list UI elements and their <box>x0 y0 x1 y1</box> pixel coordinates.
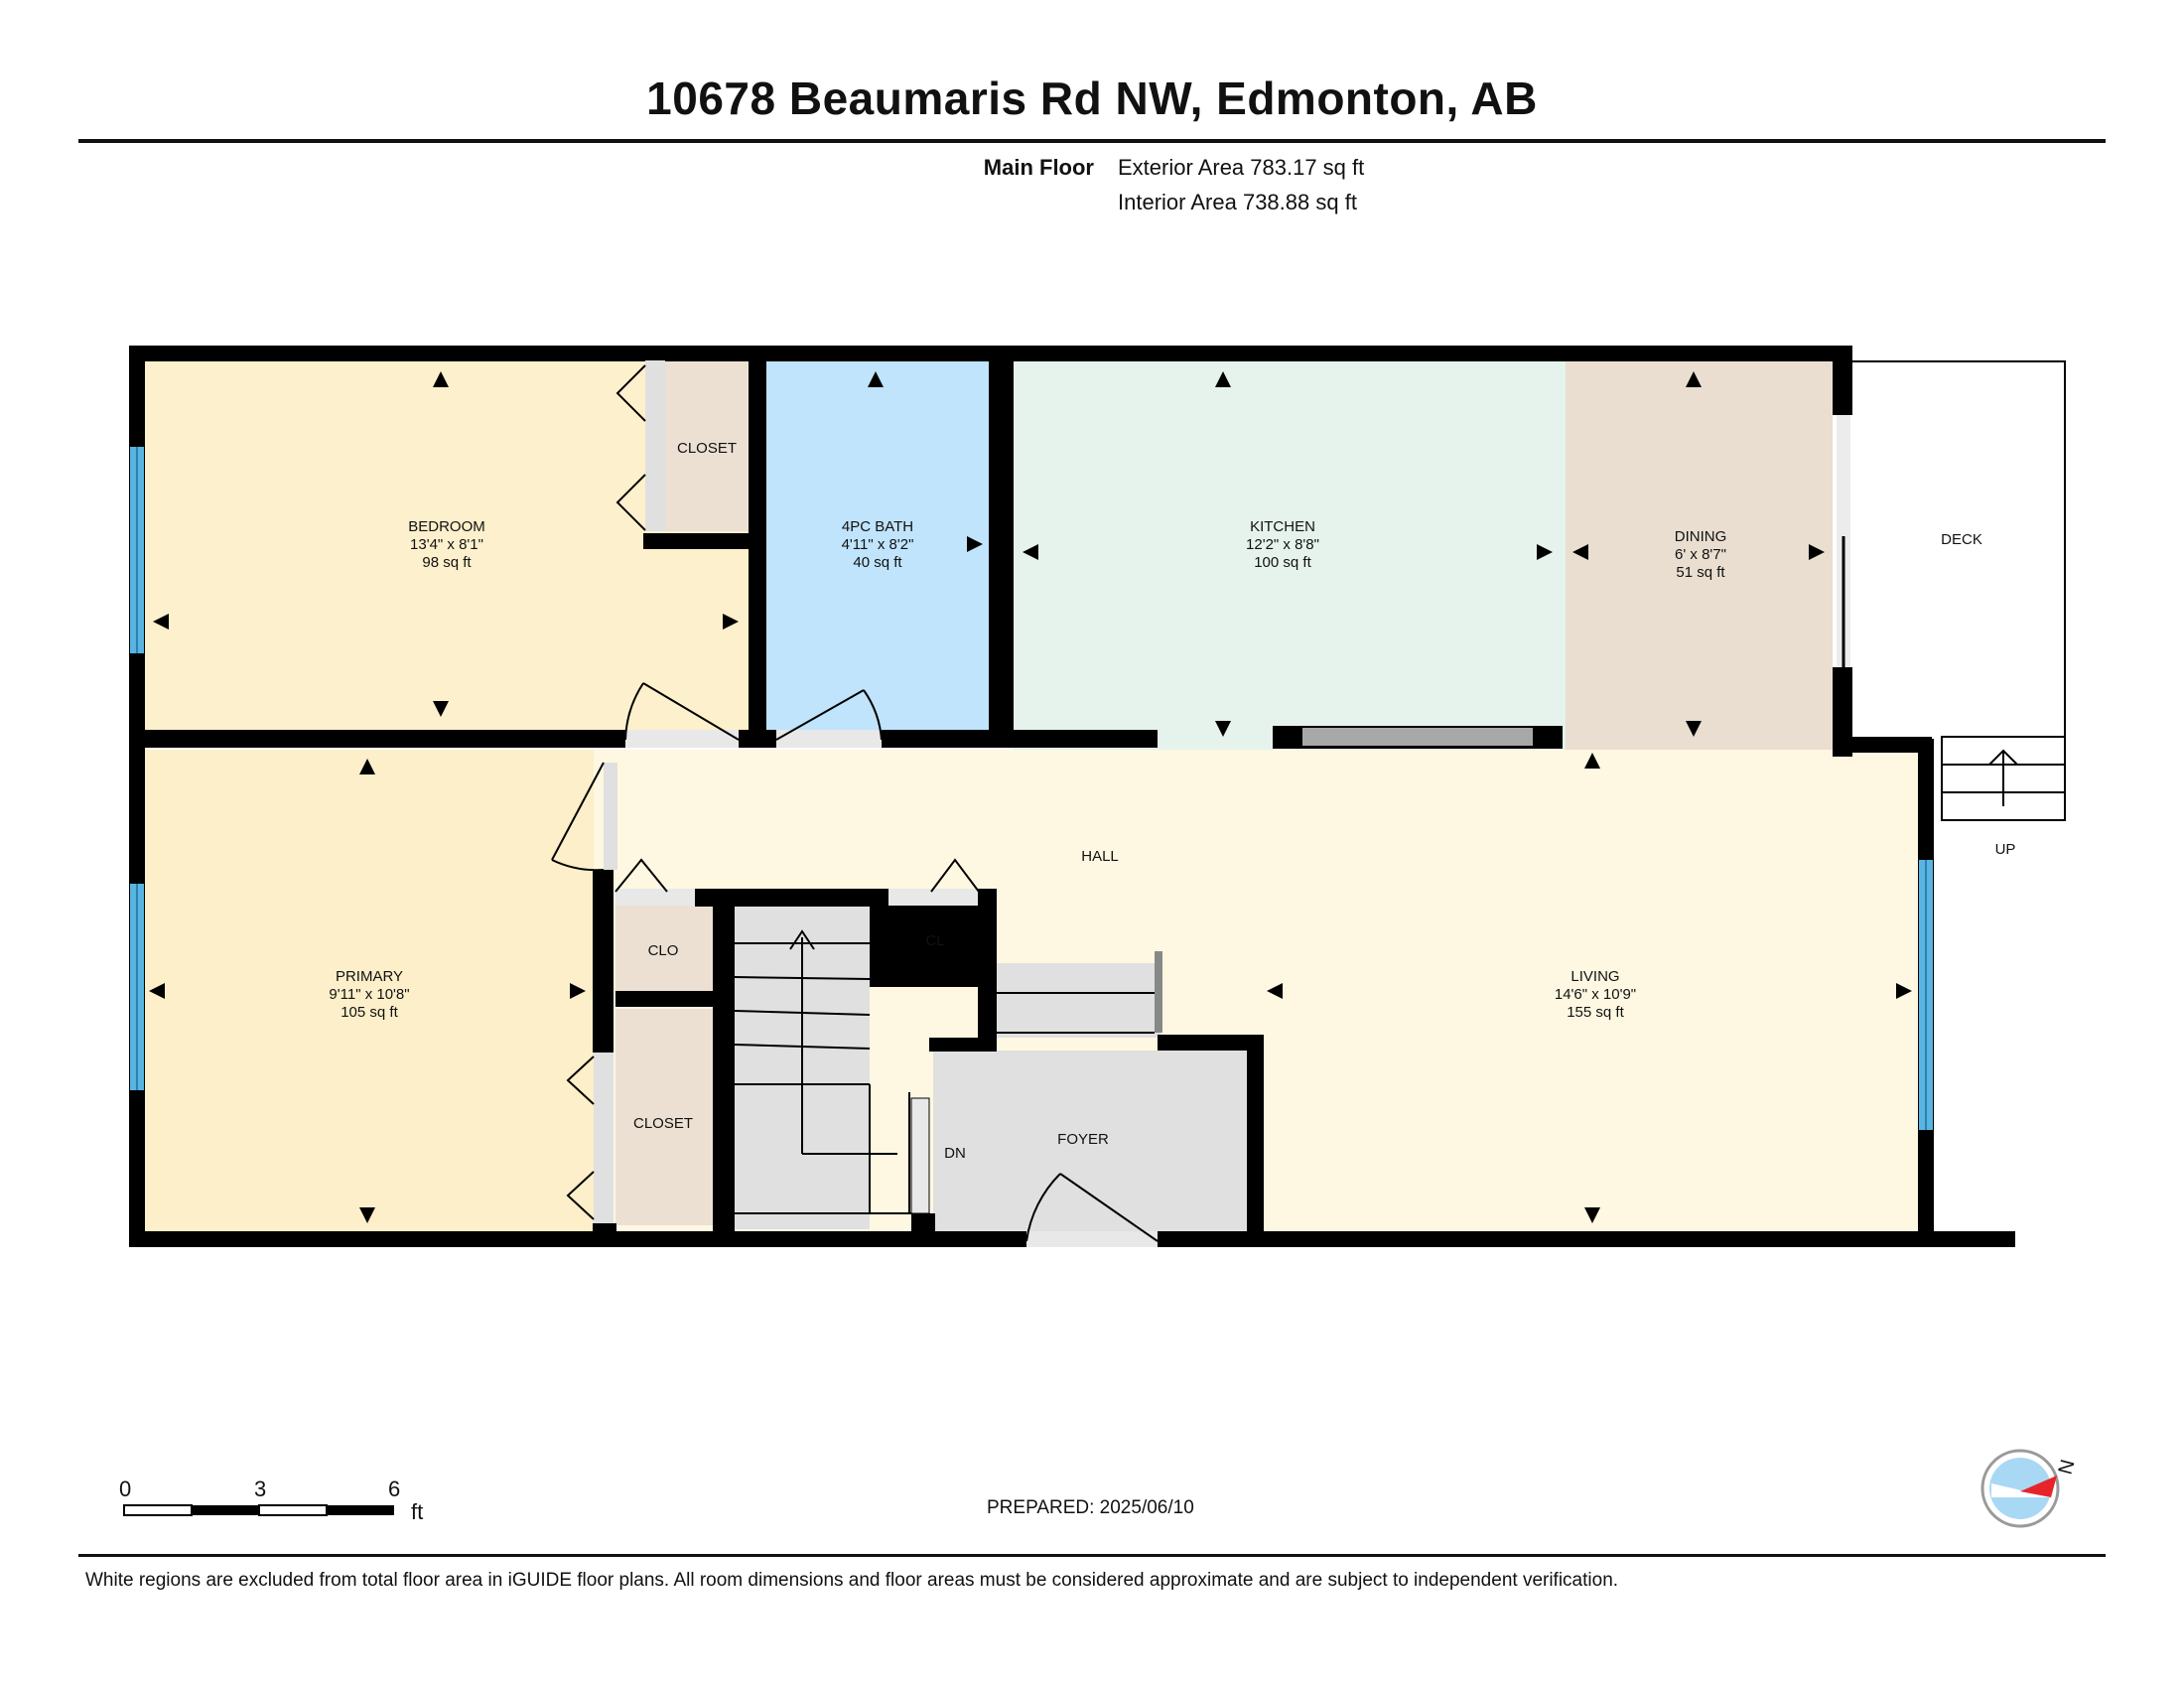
wall-landing-south <box>929 1038 997 1052</box>
header-rule <box>78 139 2106 143</box>
bath-name: 4PC BATH <box>842 518 913 535</box>
wall-deck-step <box>1833 737 1932 753</box>
scale-tick-6: 6 <box>388 1477 401 1501</box>
wall-clo-closet <box>615 991 715 1007</box>
kitchen-dims: 12'2" x 8'8" <box>1246 536 1319 553</box>
bedroom-closet-fill <box>665 360 749 531</box>
primary-area: 105 sq ft <box>341 1004 398 1021</box>
scale-bar <box>123 1504 394 1516</box>
deck-label: DECK <box>1941 531 1982 548</box>
hall-label: HALL <box>1081 848 1119 865</box>
clo-fill <box>615 906 713 991</box>
bedroom-door-gap <box>625 730 739 748</box>
wall-bed-primary <box>143 730 625 748</box>
interior-area: Interior Area 738.88 sq ft <box>1118 190 1357 214</box>
floor-name: Main Floor <box>983 155 1094 180</box>
dining-name: DINING <box>1675 528 1727 545</box>
plan-title: 10678 Beaumaris Rd NW, Edmonton, AB <box>646 72 1538 124</box>
deck <box>1852 360 2066 821</box>
exterior-area: Exterior Area 783.17 sq ft <box>1118 155 1365 180</box>
cl-label: CL <box>925 932 944 949</box>
clo-label: CLO <box>648 942 679 959</box>
dimension-arrows <box>149 371 1912 1223</box>
bedroom-area: 98 sq ft <box>422 554 472 571</box>
wall-bedroom-closet-end <box>643 533 665 549</box>
living-dims: 14'6" x 10'9" <box>1555 986 1636 1003</box>
wall-foyer-post <box>911 1213 935 1231</box>
bedroom-name: BEDROOM <box>408 518 485 535</box>
wall-bed-bath <box>749 360 766 748</box>
wall-stair-west <box>713 889 735 1231</box>
clo-door-gap <box>615 889 695 906</box>
bedroom-dims: 13'4" x 8'1" <box>410 536 483 553</box>
wall-north <box>129 346 1850 361</box>
landing-fill <box>997 963 1160 1038</box>
bath-door-gap <box>776 730 882 748</box>
living-name: LIVING <box>1570 968 1619 985</box>
bath-fill <box>766 360 989 730</box>
primary-name: PRIMARY <box>336 968 403 985</box>
kitchen-fill <box>1014 360 1566 753</box>
primary-door-jamb <box>604 763 617 870</box>
primary-fill <box>143 750 594 1233</box>
wall-cl-base <box>870 971 977 985</box>
primary-closet-label: CLOSET <box>633 1115 693 1132</box>
cl-door-gap <box>888 889 978 906</box>
scale-tick-3: 3 <box>254 1477 267 1501</box>
compass-icon: N <box>1980 1449 2080 1528</box>
kitchen-opening <box>1158 730 1273 748</box>
bath-dims: 4'11" x 8'2" <box>842 536 914 553</box>
foyer-fill <box>933 1051 1261 1231</box>
door-swings <box>551 364 1159 1242</box>
primary-closet-fill <box>615 1009 713 1225</box>
wall-primary-closet-base <box>593 1223 616 1247</box>
prepared-date: PREPARED: 2025/06/10 <box>987 1497 1194 1518</box>
primary-closet-jamb <box>594 1053 614 1223</box>
wall-primary-clo <box>593 870 614 1053</box>
wall-east-dining-top <box>1833 346 1852 415</box>
wall-foyer-north <box>1158 1035 1263 1051</box>
wall-cl-east <box>978 889 997 1050</box>
stair-treads <box>734 929 1155 1214</box>
kitchen-name: KITCHEN <box>1250 518 1315 535</box>
up-label: UP <box>1995 841 2016 858</box>
dn-label: DN <box>944 1145 966 1162</box>
kitchen-area: 100 sq ft <box>1254 554 1311 571</box>
wall-bedroom-closet <box>643 533 749 549</box>
footer-rule <box>78 1554 2106 1557</box>
wall-bath-kitchen <box>989 360 1014 733</box>
front-door-gap <box>1026 1231 1158 1247</box>
dining-dims: 6' x 8'7" <box>1675 546 1726 563</box>
wall-east-dining-bottom <box>1833 667 1852 757</box>
scale-tick-0: 0 <box>119 1477 132 1501</box>
wall-bath-kitchen-south <box>882 730 1158 748</box>
dining-area: 51 sq ft <box>1676 564 1725 581</box>
living-area: 155 sq ft <box>1567 1004 1624 1021</box>
bedroom-closet-label: CLOSET <box>677 440 737 457</box>
bedroom-closet-door-gap <box>645 360 665 531</box>
scale-unit: ft <box>411 1499 424 1524</box>
foyer-label: FOYER <box>1057 1131 1109 1148</box>
primary-dims: 9'11" x 10'8" <box>329 986 409 1003</box>
footer-disclaimer: White regions are excluded from total fl… <box>85 1570 1619 1591</box>
stair-rail <box>1155 951 1162 1033</box>
dining-fill <box>1566 360 1833 750</box>
compass-letter: N <box>2055 1458 2080 1477</box>
bath-area: 40 sq ft <box>853 554 902 571</box>
kitchen-counter <box>1302 728 1533 746</box>
wall-foyer-east <box>1247 1035 1264 1231</box>
